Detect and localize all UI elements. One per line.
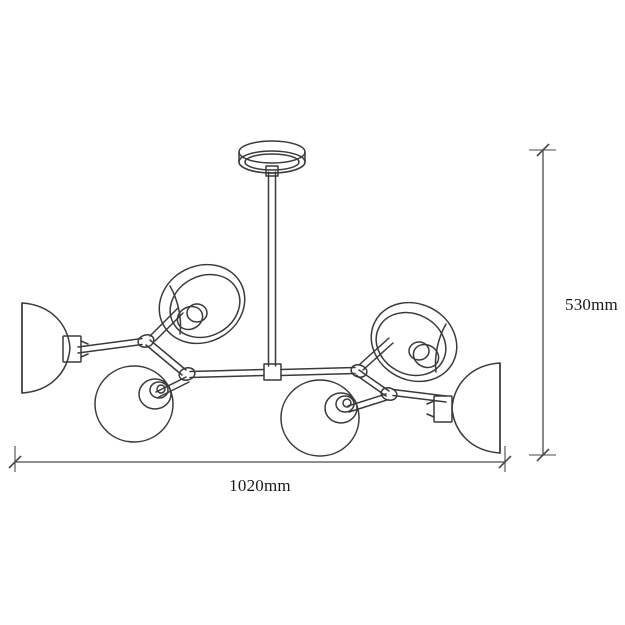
width-dimension-label: 1020mm (229, 476, 291, 495)
drop-rod (265, 165, 279, 367)
shade-far-left (21, 302, 89, 394)
dimension-width: 1020mm (8, 446, 512, 495)
arm-joint-right-lower (380, 387, 398, 401)
socket-far-right (426, 395, 453, 423)
center-junction-block (263, 363, 282, 381)
shade-lower-left (94, 365, 174, 443)
arm-joint-right-upper (350, 364, 368, 378)
socket-lower-right (324, 392, 358, 424)
socket-lower-left (138, 378, 172, 410)
fixture-group (21, 140, 501, 457)
arm-joint-left-upper (137, 334, 155, 348)
socket-far-left (62, 335, 89, 363)
ceiling-canopy (238, 140, 306, 174)
socket-upper-right (408, 341, 440, 369)
socket-upper-left (176, 303, 208, 331)
shade-upper-right (370, 301, 458, 383)
shade-lower-right (280, 379, 360, 457)
height-dimension-label: 530mm (565, 295, 618, 314)
shade-far-right (426, 362, 501, 454)
arm-joint-left-lower (178, 367, 196, 381)
dimension-height: 530mm (529, 143, 618, 462)
shade-upper-left (158, 263, 246, 345)
